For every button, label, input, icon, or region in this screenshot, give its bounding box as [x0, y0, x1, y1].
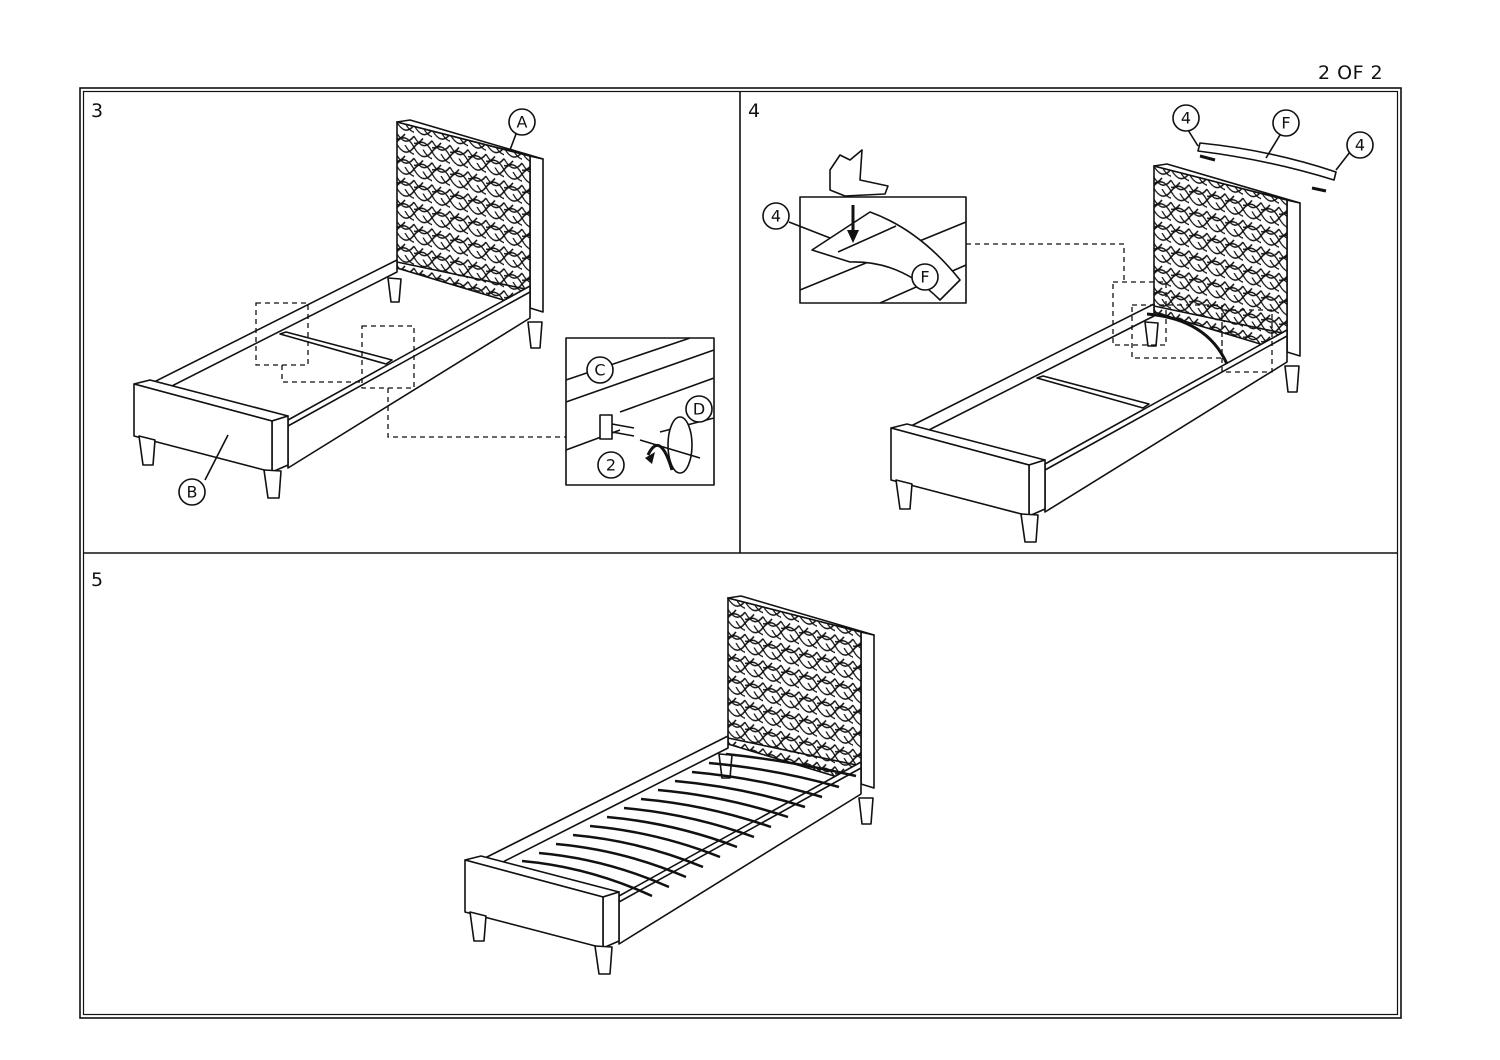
svg-text:D: D: [693, 400, 705, 419]
svg-text:4: 4: [1181, 109, 1191, 128]
callout-2: 2: [597, 451, 625, 479]
svg-text:4: 4: [771, 207, 781, 226]
detail-inset-step-4: [799, 149, 967, 304]
callout-C: C: [586, 356, 614, 384]
svg-text:F: F: [1281, 114, 1290, 133]
step-number-3: 3: [91, 100, 104, 122]
slat-F-diagram: [1187, 129, 1351, 193]
page-counter: 2 OF 2: [1318, 62, 1384, 84]
step-number-4: 4: [748, 100, 761, 122]
svg-text:C: C: [594, 361, 605, 380]
svg-text:F: F: [920, 268, 929, 287]
svg-text:A: A: [517, 113, 528, 132]
bed-step-5: [464, 595, 875, 975]
callout-A: A: [508, 108, 536, 136]
svg-text:4: 4: [1355, 136, 1365, 155]
svg-text:2: 2: [606, 456, 616, 475]
callout-D: D: [685, 395, 713, 423]
bed-step-3: [133, 119, 566, 499]
callout-4-right: 4: [1346, 131, 1374, 159]
callout-4-left: 4: [1172, 104, 1200, 132]
callout-F-top: F: [1272, 109, 1300, 137]
step-number-5: 5: [91, 569, 104, 591]
svg-text:B: B: [187, 483, 198, 502]
callout-B: B: [178, 478, 206, 506]
callout-F-inset: F: [911, 263, 939, 291]
callout-4-inset: 4: [762, 202, 790, 230]
